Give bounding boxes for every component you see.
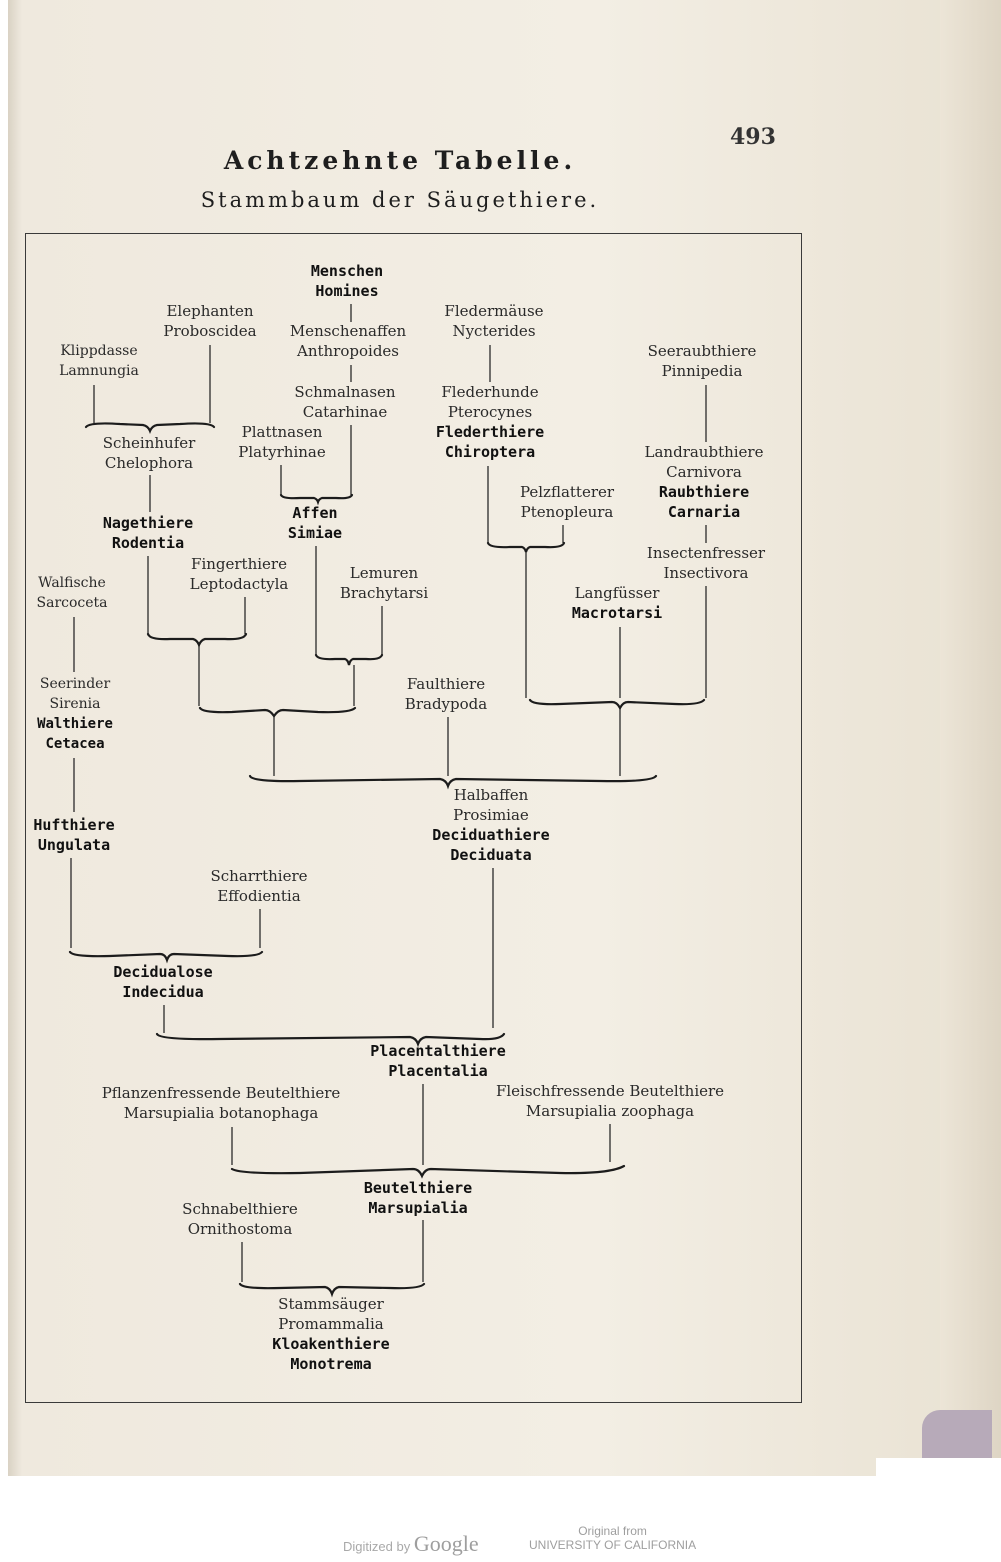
page-title: Achtzehnte Tabelle. xyxy=(223,146,577,175)
page-edge xyxy=(940,0,1001,1476)
digitized-credit: Digitized by Google xyxy=(343,1531,479,1556)
original-credit: Original from UNIVERSITY OF CALIFORNIA xyxy=(529,1524,697,1552)
diagram-frame xyxy=(25,233,802,1403)
corner-tab xyxy=(922,1410,992,1462)
page-number: 493 xyxy=(730,124,776,150)
page-subtitle: Stammbaum der Säugethiere. xyxy=(200,188,600,212)
google-logo: Google xyxy=(413,1531,479,1556)
page-sheet xyxy=(8,0,990,1476)
scan-margin xyxy=(876,1458,1001,1562)
